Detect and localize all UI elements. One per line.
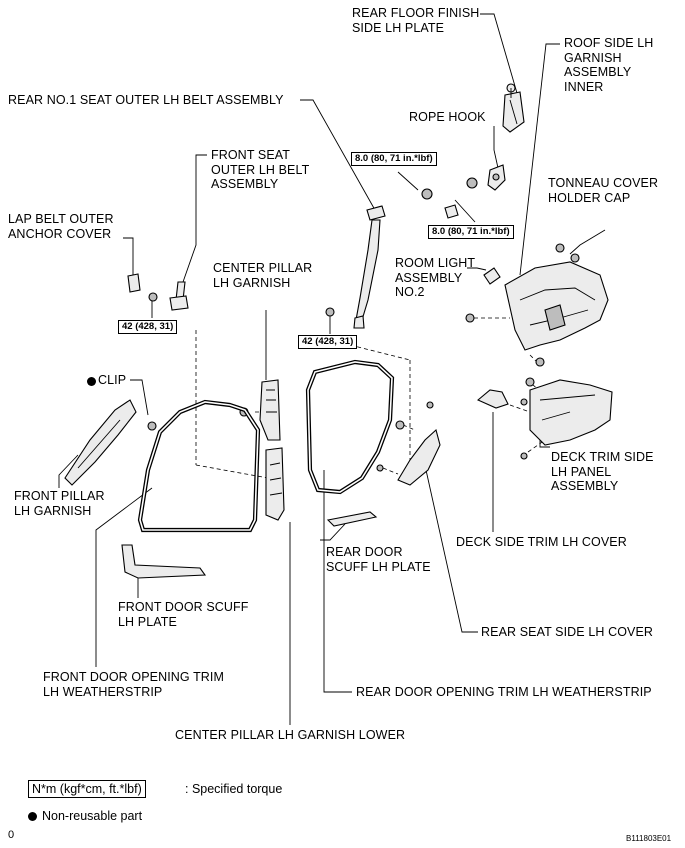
rear-floor-finish-plate-part xyxy=(502,83,525,133)
label-roof-side-garnish: ROOF SIDE LH GARNISH ASSEMBLY INNER xyxy=(564,36,653,94)
label-rear-door-weatherstrip: REAR DOOR OPENING TRIM LH WEATHERSTRIP xyxy=(356,685,652,700)
label-room-light: ROOM LIGHT ASSEMBLY NO.2 xyxy=(395,256,475,300)
label-line: FRONT DOOR OPENING TRIM xyxy=(43,670,225,684)
label-line: OUTER LH BELT xyxy=(211,162,310,177)
rear-door-scuff-part xyxy=(326,511,378,527)
label-rope-hook: ROPE HOOK xyxy=(409,110,486,125)
label-line: LH GARNISH xyxy=(213,275,291,290)
label-line: LH GARNISH xyxy=(14,503,92,518)
legend-torque-text: : Specified torque xyxy=(185,782,283,796)
nonreusable-dot-icon xyxy=(87,377,96,386)
rope-hook-part xyxy=(421,164,506,219)
label-line: LH PLATE xyxy=(118,614,177,629)
label-line: LAP BELT OUTER xyxy=(8,212,114,226)
center-pillar-lower-part xyxy=(265,447,285,521)
label-line: LH WEATHERSTRIP xyxy=(43,684,163,699)
label-line: LH PANEL xyxy=(551,464,612,479)
torque-box-rope-hook-lower: 8.0 (80, 71 in.*lbf) xyxy=(428,225,514,239)
label-line: ROOF SIDE LH xyxy=(564,36,654,50)
label-deck-side-cover: DECK SIDE TRIM LH COVER xyxy=(456,535,627,550)
rear-seat-cover-part xyxy=(376,401,441,486)
label-front-seat-belt: FRONT SEAT OUTER LH BELT ASSEMBLY xyxy=(211,148,309,192)
corner-mark: 0 xyxy=(8,829,15,841)
label-tonneau-cap: TONNEAU COVER HOLDER CAP xyxy=(548,176,658,205)
rear-seat-belt-part xyxy=(353,205,386,329)
label-line: REAR DOOR OPENING TRIM LH WEATHERSTRIP xyxy=(356,685,652,699)
room-light-part xyxy=(483,267,501,285)
label-line: REAR NO.1 SEAT OUTER LH BELT ASSEMBLY xyxy=(8,93,284,107)
label-line: CENTER PILLAR xyxy=(213,261,313,275)
label-lap-belt-cover: LAP BELT OUTER ANCHOR COVER xyxy=(8,212,114,241)
label-line: CLIP xyxy=(98,373,127,387)
deck-side-cover-part xyxy=(476,389,509,409)
label-line: ASSEMBLY xyxy=(564,65,632,79)
label-line: HOLDER CAP xyxy=(548,190,631,205)
leader-lines xyxy=(58,13,606,725)
label-line: DECK TRIM SIDE xyxy=(551,450,654,464)
label-line: GARNISH xyxy=(564,50,622,65)
label-line: NO.2 xyxy=(395,285,425,299)
label-line: SCUFF LH PLATE xyxy=(326,559,431,574)
rear-door-weatherstrip-part xyxy=(305,359,395,495)
legend-nonreusable-text: Non-reusable part xyxy=(42,809,143,823)
label-rear-seat-belt: REAR NO.1 SEAT OUTER LH BELT ASSEMBLY xyxy=(8,93,284,108)
label-line: FRONT PILLAR xyxy=(14,489,105,503)
label-line: FRONT DOOR SCUFF xyxy=(118,600,249,614)
label-clip: CLIP xyxy=(98,373,126,388)
roof-side-garnish-part xyxy=(465,243,609,351)
label-center-pillar-lower: CENTER PILLAR LH GARNISH LOWER xyxy=(175,728,405,743)
figure-code: B111803E01 xyxy=(626,834,672,843)
label-rear-door-scuff: REAR DOOR SCUFF LH PLATE xyxy=(326,545,431,574)
torque-box-rear-belt: 42 (428, 31) xyxy=(298,335,358,349)
deck-trim-panel-part xyxy=(520,357,613,460)
label-line: ROOM LIGHT xyxy=(395,256,476,270)
label-line: ASSEMBLY xyxy=(211,177,279,191)
label-front-pillar-garnish: FRONT PILLAR LH GARNISH xyxy=(14,489,105,518)
lap-belt-cover-part xyxy=(127,273,335,317)
label-line: TONNEAU COVER xyxy=(548,176,659,190)
legend-torque-box: N*m (kgf*cm, ft.*lbf) xyxy=(28,780,146,798)
label-line: INNER xyxy=(564,79,604,94)
label-front-door-weatherstrip: FRONT DOOR OPENING TRIM LH WEATHERSTRIP xyxy=(43,670,224,699)
torque-box-front-belt: 42 (428, 31) xyxy=(118,320,178,334)
front-door-weatherstrip-part xyxy=(137,399,261,533)
legend-nonreusable-dot-icon xyxy=(28,812,37,821)
label-line: ASSEMBLY xyxy=(395,270,463,285)
label-center-pillar-garnish: CENTER PILLAR LH GARNISH xyxy=(213,261,312,290)
label-line: ROPE HOOK xyxy=(409,110,486,124)
label-front-door-scuff: FRONT DOOR SCUFF LH PLATE xyxy=(118,600,249,629)
label-line: SIDE LH PLATE xyxy=(352,20,445,35)
torque-box-rope-hook-upper: 8.0 (80, 71 in.*lbf) xyxy=(351,152,437,166)
front-pillar-garnish-part xyxy=(64,399,157,486)
front-seat-belt-part xyxy=(169,281,189,311)
label-line: CENTER PILLAR LH GARNISH LOWER xyxy=(175,728,406,742)
label-line: REAR SEAT SIDE LH COVER xyxy=(481,625,654,639)
label-line: FRONT SEAT xyxy=(211,148,291,162)
label-line: ASSEMBLY xyxy=(551,479,619,493)
label-deck-trim-panel: DECK TRIM SIDE LH PANEL ASSEMBLY xyxy=(551,450,654,494)
label-rear-seat-cover: REAR SEAT SIDE LH COVER xyxy=(481,625,653,640)
label-line: REAR FLOOR FINISH xyxy=(352,6,480,20)
label-rear-floor-finish-plate: REAR FLOOR FINISH SIDE LH PLATE xyxy=(352,6,479,35)
label-line: ANCHOR COVER xyxy=(8,226,112,241)
label-line: REAR DOOR xyxy=(326,545,403,559)
label-line: DECK SIDE TRIM LH COVER xyxy=(456,535,627,549)
front-door-scuff-part xyxy=(121,544,207,579)
